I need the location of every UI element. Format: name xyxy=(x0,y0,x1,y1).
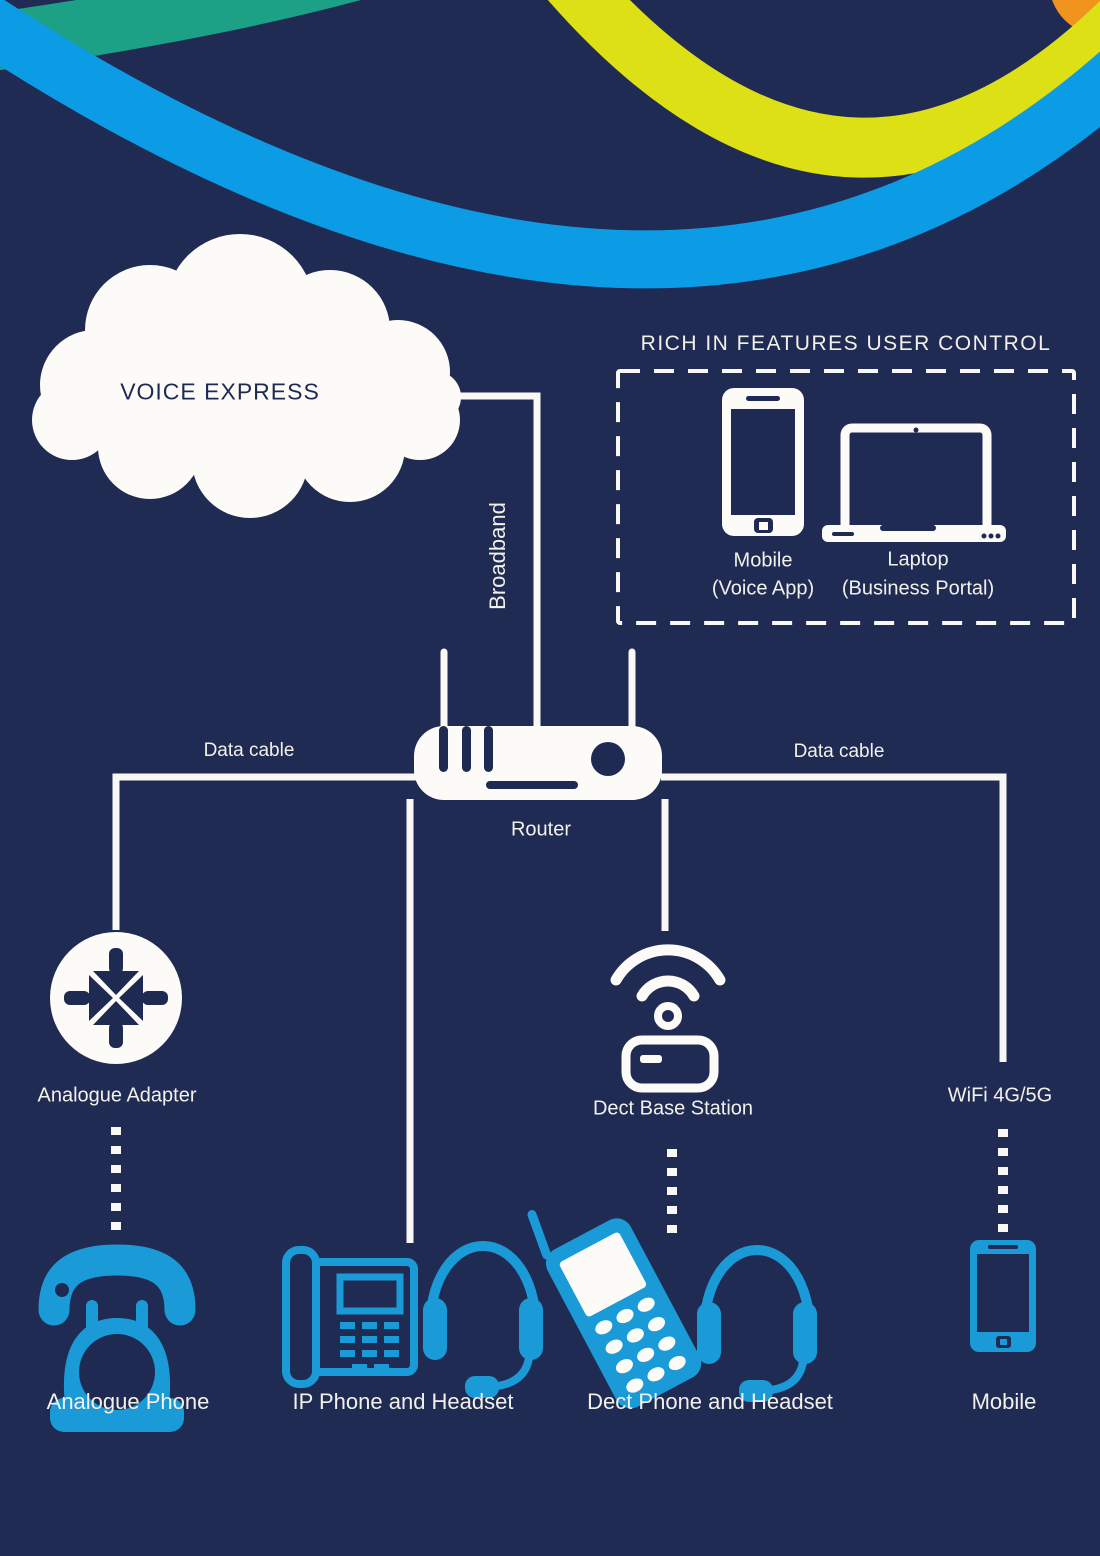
laptop-sublabel: (Business Portal) xyxy=(841,577,995,600)
ip-phone-icon xyxy=(282,1246,418,1388)
mobile-label: Mobile xyxy=(971,1389,1037,1414)
broadband-line xyxy=(440,392,541,727)
wifi-4g5g-label: WiFi 4G/5G xyxy=(947,1084,1053,1107)
cloud-label: VOICE EXPRESS xyxy=(120,378,320,405)
data-cable-left-label: Data cable xyxy=(203,740,295,761)
cloud-icon xyxy=(32,234,461,518)
mobile-voice-app-label: Mobile xyxy=(733,549,793,572)
mobile-voice-app-sublabel: (Voice App) xyxy=(711,577,815,600)
dect-phone-label: Dect Phone and Headset xyxy=(587,1389,833,1414)
dect-phone-icon xyxy=(527,1210,702,1409)
router-label: Router xyxy=(510,818,572,841)
analogue-phone-icon xyxy=(38,1244,196,1432)
analogue-phone-label: Analogue Phone xyxy=(46,1389,210,1414)
mobile-device-icon xyxy=(970,1240,1036,1352)
ip-phone-label: IP Phone and Headset xyxy=(292,1389,514,1414)
analogue-adapter-icon xyxy=(50,932,182,1064)
data-cable-right-label: Data cable xyxy=(793,741,885,762)
connection-lines xyxy=(112,392,1007,1243)
features-dashed-box xyxy=(616,369,1076,625)
wireless-dotted-lines xyxy=(111,1127,1008,1240)
top-waves xyxy=(0,0,1100,289)
router-icon xyxy=(414,648,662,800)
ip-headset-icon xyxy=(423,1246,543,1398)
laptop-label: Laptop xyxy=(887,548,949,571)
features-title: RICH IN FEATURES USER CONTROL xyxy=(640,332,1052,355)
dect-headset-icon xyxy=(697,1250,817,1402)
analogue-adapter-label: Analogue Adapter xyxy=(37,1084,197,1107)
mobile-voice-app-icon xyxy=(722,388,804,536)
data-cable-left-line xyxy=(112,773,416,930)
laptop-business-portal-icon xyxy=(822,423,1006,542)
blue-wave xyxy=(0,0,1100,289)
broadband-label: Broadband xyxy=(485,502,510,610)
yellow-wave xyxy=(547,0,1100,178)
data-cable-right-line xyxy=(661,773,1007,1062)
dect-base-station-label: Dect Base Station xyxy=(592,1097,754,1120)
dect-base-station-icon xyxy=(610,944,726,1093)
